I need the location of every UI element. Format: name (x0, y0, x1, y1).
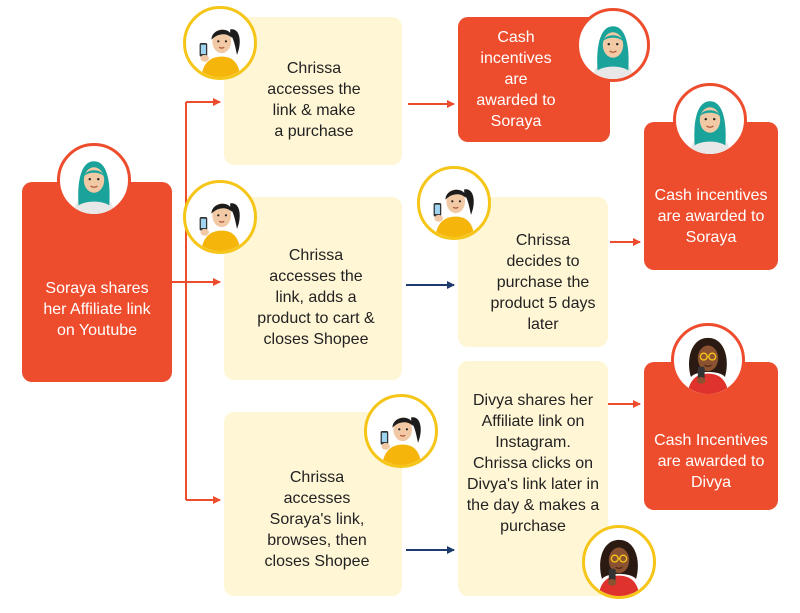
chrissa-cart-text: Chrissa accesses the link, adds a produc… (257, 247, 375, 348)
curly-hair-woman-phone-icon (687, 337, 729, 394)
curly-hair-woman-phone-icon (598, 539, 640, 596)
chrissa-browses-text: Chrissa accesses Soraya's link, browses,… (264, 468, 370, 570)
chrissa-purchase-text: Chrissa accesses the link & make a purch… (267, 60, 361, 140)
branch-trunk (172, 102, 187, 500)
chrissa-avatar-cart (183, 180, 257, 254)
soraya-avatar (57, 143, 131, 217)
cash-soraya-1-text: Cash incentives are awarded to Soraya (476, 29, 556, 130)
divya-avatar-cash (671, 323, 745, 397)
chrissa-avatar-purchase (183, 6, 257, 80)
chrissa-avatar-browses (364, 394, 438, 468)
chrissa-avatar-decides (417, 166, 491, 240)
hijab-woman-icon (689, 101, 731, 154)
ponytail-woman-phone-icon (380, 417, 422, 465)
divya-avatar-shares (582, 525, 656, 599)
ponytail-woman-phone-icon (433, 189, 475, 237)
ponytail-woman-phone-icon (199, 203, 241, 251)
divya-shares-box: Divya shares her Affiliate link on Insta… (458, 361, 608, 596)
soraya-avatar-cash-1 (576, 8, 650, 82)
divya-shares-text: Divya shares her Affiliate link on Insta… (466, 392, 600, 535)
ponytail-woman-phone-icon (199, 29, 241, 77)
hijab-woman-icon (73, 161, 115, 214)
chrissa-decides-text: Chrissa decides to purchase the product … (490, 231, 596, 333)
soraya-shares-text: Soraya shares her Affiliate link on Yout… (43, 279, 151, 339)
cash-soraya-2-text: Cash incentives are awarded to Soraya (654, 186, 768, 246)
cash-divya-text: Cash Incentives are awarded to Divya (654, 431, 768, 491)
hijab-woman-icon (592, 26, 634, 79)
chrissa-cart-box: Chrissa accesses the link, adds a produc… (224, 197, 402, 380)
soraya-avatar-cash-2 (673, 83, 747, 157)
